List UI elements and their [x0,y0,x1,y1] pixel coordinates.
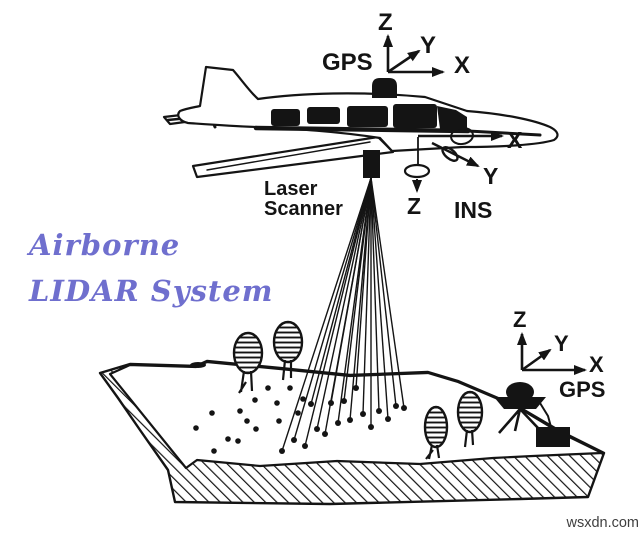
ins-axes [403,126,504,193]
ins-y-label: Y [483,163,498,189]
laser-scanner-label-line1: Laser [264,178,318,200]
gps-ground-station [494,382,570,447]
laser-return-point [335,420,341,426]
laser-return-point [385,416,391,422]
laser-point-cloud [193,385,306,454]
ground-point [276,418,282,424]
laser-beam [370,177,389,420]
ground-point [300,396,306,402]
ground-point [274,400,280,406]
tree-icon [272,320,304,381]
diagram-title-line2: LIDAR System [29,274,274,308]
laser-return-point [401,405,407,411]
ground-point [287,385,293,391]
laser-return-point [314,426,320,432]
laser-return-point [302,443,308,449]
ground-point [235,438,241,444]
laser-beam [362,177,372,415]
ground-point [209,410,215,416]
ground-point [211,448,217,454]
laser-return-point [376,408,382,414]
ground-point [252,397,258,403]
aircraft-gps-y-label: Y [420,32,436,59]
ground-point [193,425,199,431]
diagram-title-line1: Airborne [29,228,181,262]
laser-scanner-box [363,150,380,178]
ground-point [244,418,250,424]
ground-point [237,408,243,414]
ground-gps-y-label: Y [554,331,569,356]
roll-ring-x [450,126,474,146]
ground-point [295,410,301,416]
tree-icon [456,390,484,448]
aircraft-gps-x-label: X [454,52,470,79]
aircraft-gps-label: GPS [322,49,373,76]
gps-tripod-icon [494,382,546,434]
laser-beam [316,177,372,430]
ground-gps-axes [517,332,587,375]
laser-beam [355,177,372,389]
ground-gps-x-label: X [589,352,604,377]
aircraft-gps-axes [383,34,445,77]
ground-edge-rock [190,362,206,368]
tree-icon [232,331,264,394]
laser-return-point [360,411,366,417]
laser-return-point [308,401,314,407]
laser-return-point [341,398,347,404]
ins-label: INS [454,197,492,223]
ins-x-label: X [507,127,523,153]
laser-scanner-label: Laser Scanner [264,179,343,219]
ground-gps-z-label: Z [513,307,526,332]
roll-ring-y [441,146,459,162]
roll-ring-z [403,163,431,179]
laser-beam [370,177,405,409]
laser-beam [370,177,380,412]
laser-return-point [322,431,328,437]
laser-return-point [368,424,374,430]
watermark: wsxdn.com [566,515,639,531]
laser-return-point [353,385,359,391]
ground-gps-label: GPS [559,377,605,402]
laser-beam [310,177,372,405]
laser-return-point [393,403,399,409]
tree-icon [423,405,449,460]
airplane [162,65,559,179]
ground-point [253,426,259,432]
laser-beam [343,177,372,402]
laser-beam [330,177,372,404]
gps-antenna-icon [372,78,397,98]
windshield [437,106,467,130]
laser-scanner-label-line2: Scanner [264,198,343,220]
ground-point [225,436,231,442]
laser-return-point [291,437,297,443]
ground-block [98,359,606,506]
trees [232,320,484,460]
laser-beam-fan [279,177,407,454]
cabin-windows [271,104,467,130]
ground-top-surface [108,360,604,470]
ground-point [265,385,271,391]
receiver-box [536,427,570,447]
laser-beam [370,177,397,407]
laser-return-point [279,448,285,454]
laser-return-point [328,400,334,406]
ins-z-label: Z [407,193,421,219]
aircraft-gps-z-label: Z [378,9,393,36]
laser-return-point [347,417,353,423]
receiver-cable [539,402,552,428]
laser-beam [304,177,372,447]
laser-beam [293,177,372,441]
laser-beam [281,177,372,452]
